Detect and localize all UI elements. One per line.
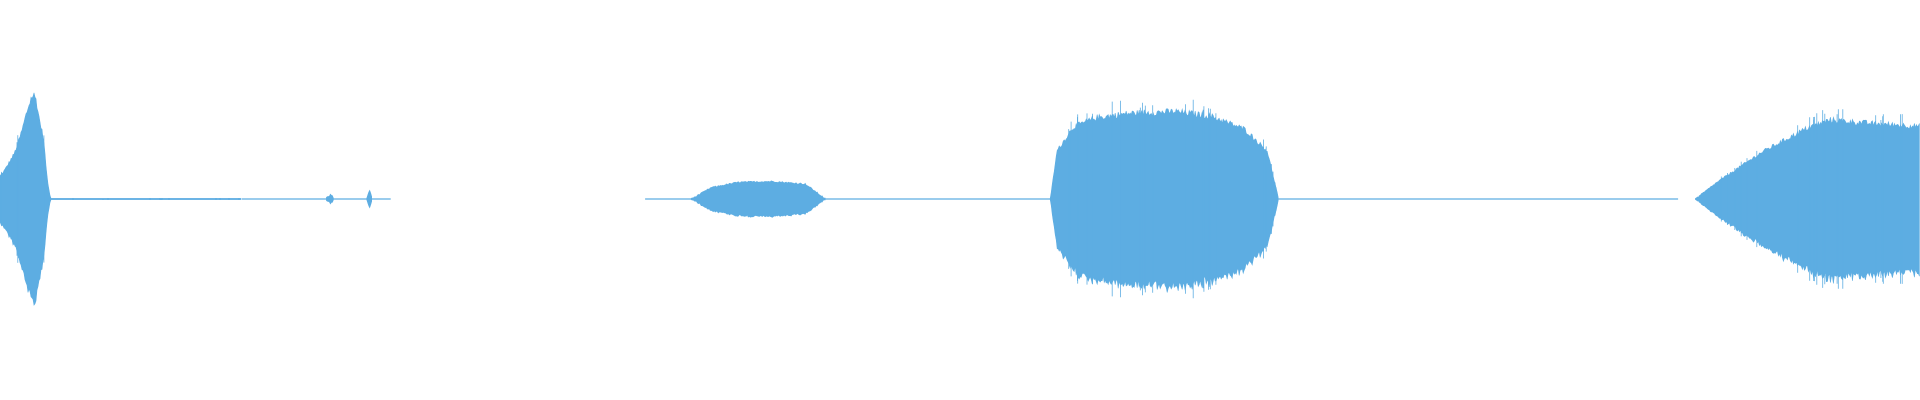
waveform-burst-2 <box>690 180 826 218</box>
waveform-tick-1 <box>326 193 334 205</box>
waveform-burst-4 <box>1695 116 1920 284</box>
waveform-tick-2 <box>366 189 372 209</box>
waveform-burst-1 <box>0 92 242 306</box>
waveform-segments-layer <box>0 92 1920 306</box>
waveform-burst-3 <box>1049 108 1279 293</box>
